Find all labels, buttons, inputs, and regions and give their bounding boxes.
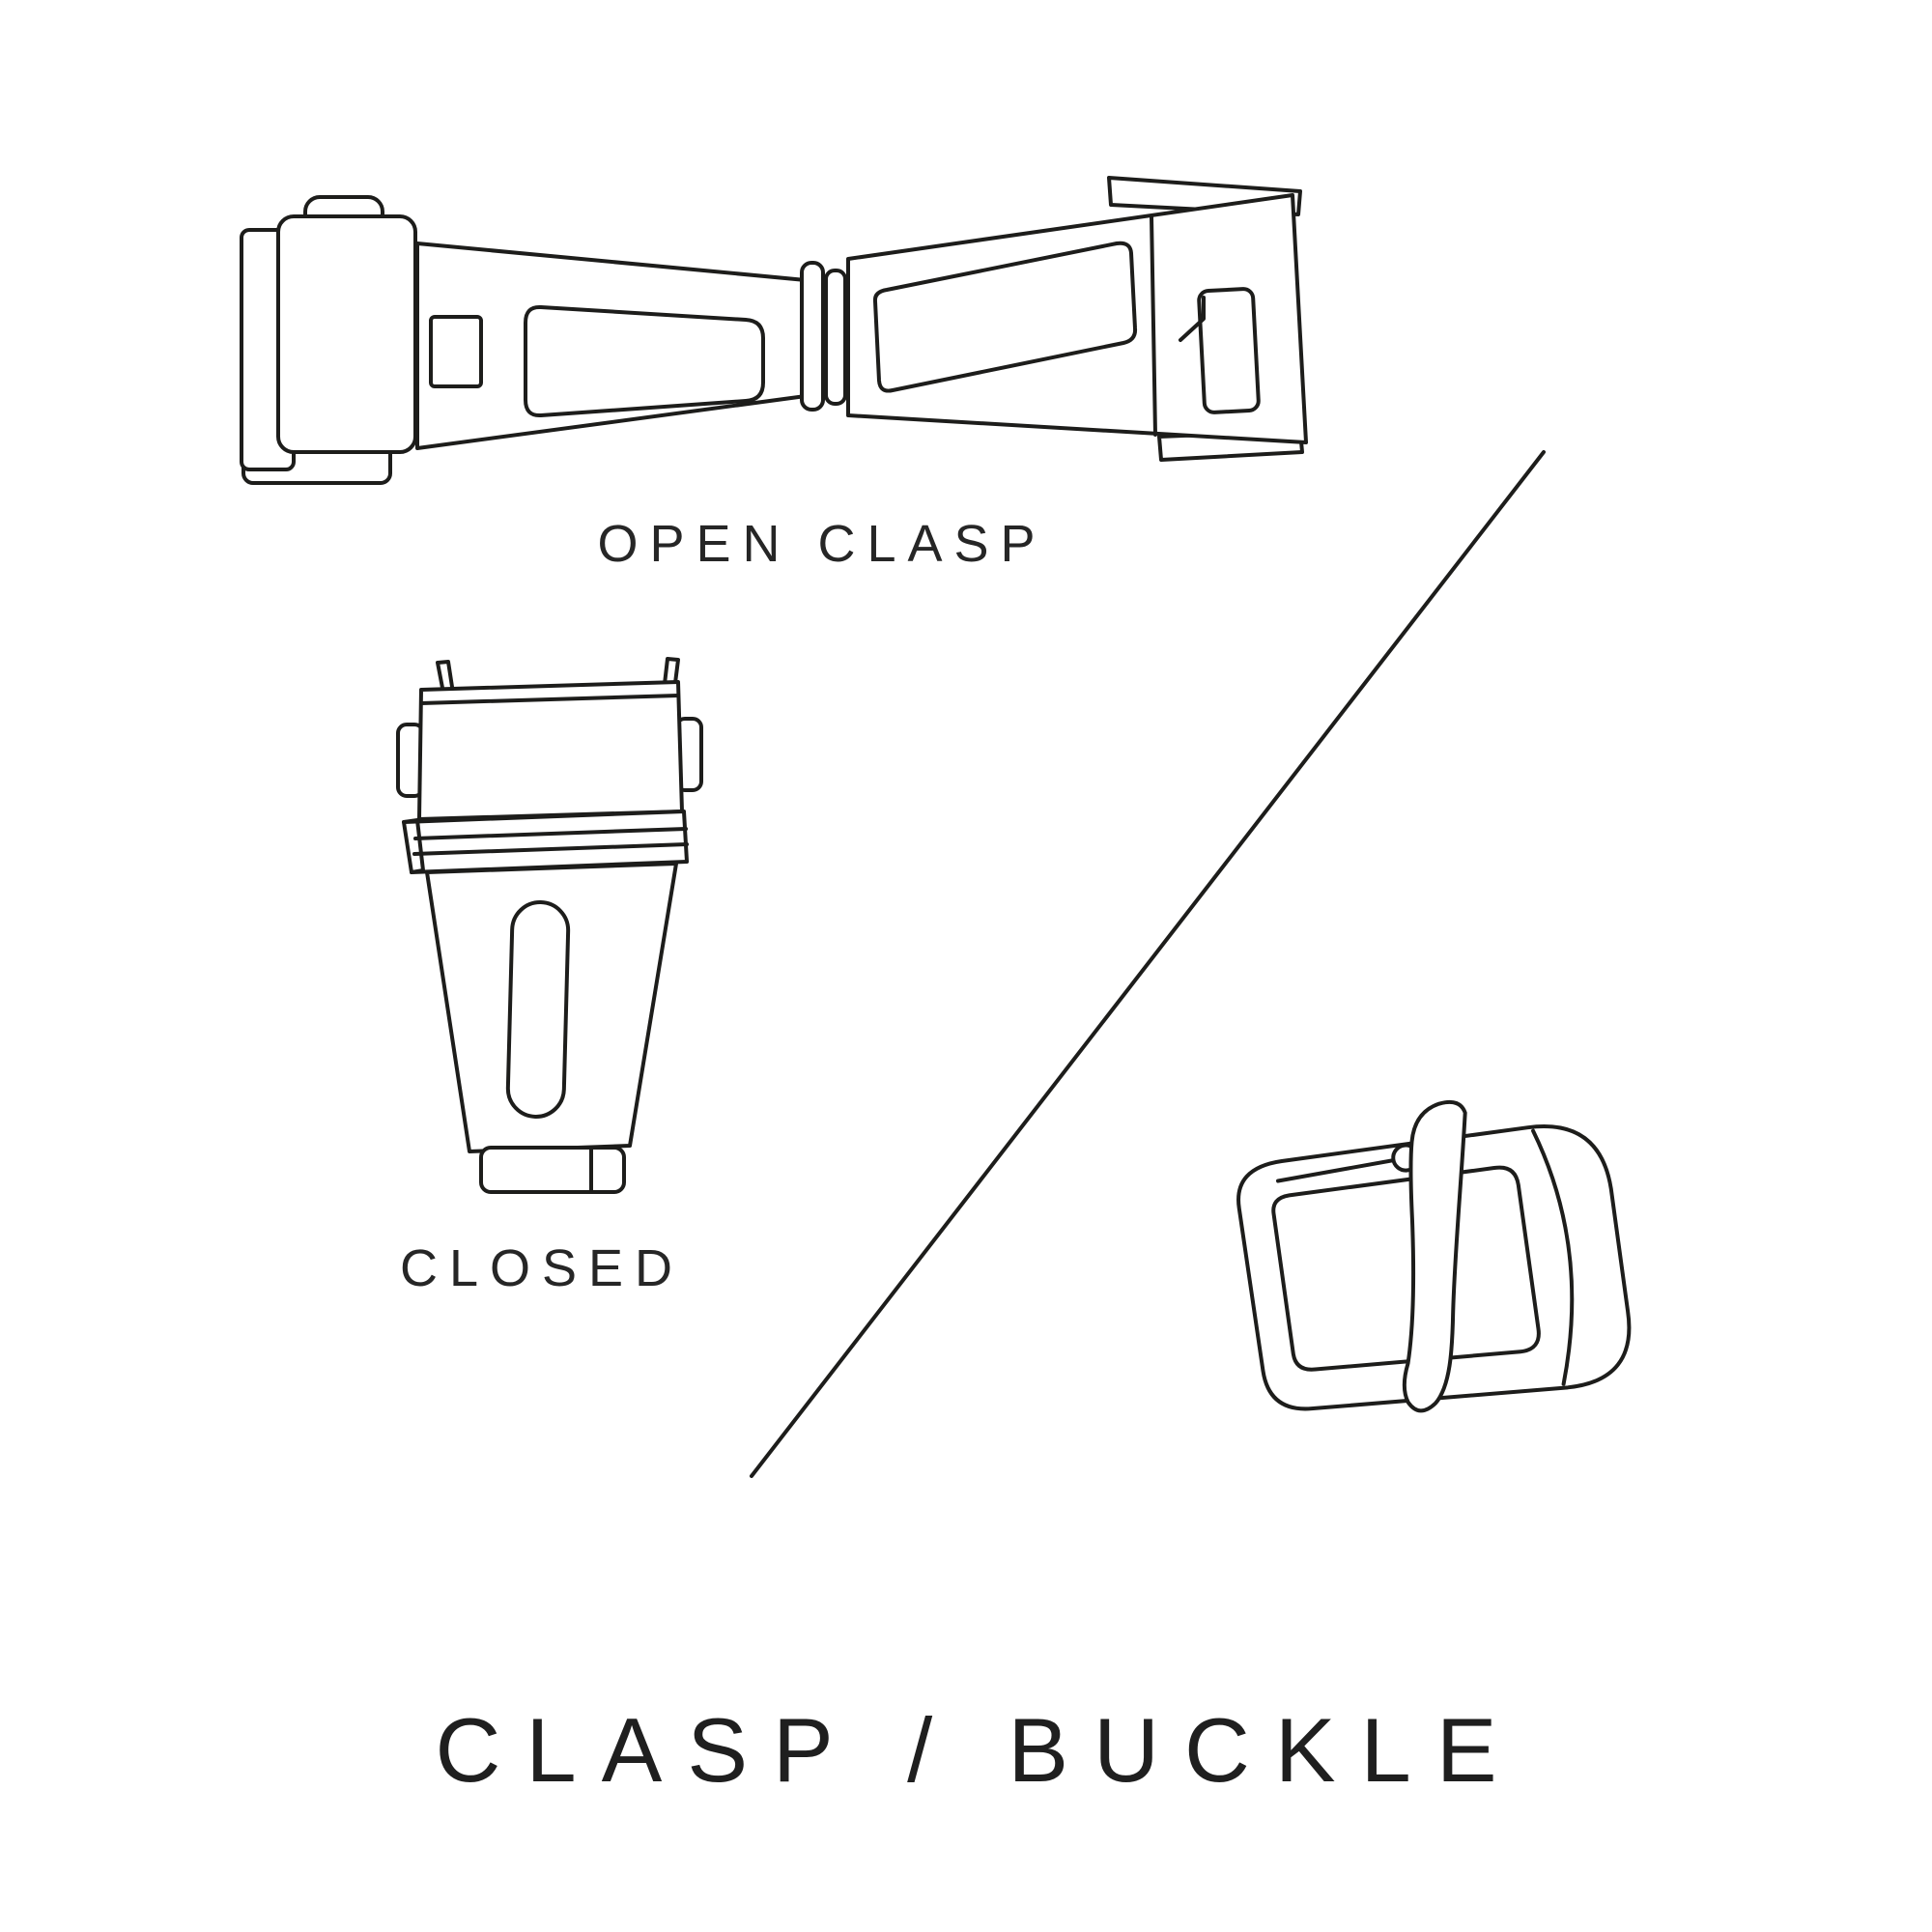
buckle-opening	[1271, 1165, 1541, 1372]
open-clasp-right-arm	[846, 193, 1308, 444]
closed-caption: CLOSED	[399, 1239, 685, 1297]
open-clasp-left-arm-cutout	[524, 304, 765, 418]
closed-clasp-illustration	[396, 657, 703, 1194]
closed-clasp-slot	[505, 900, 571, 1119]
diagonal-divider-line	[750, 450, 1546, 1478]
buckle-tongue	[1402, 1099, 1467, 1413]
buckle-spring-bar	[1276, 1155, 1412, 1183]
buckle-band-contour	[1531, 1128, 1575, 1386]
closed-clasp-prong-left	[436, 660, 454, 690]
open-clasp-cover	[276, 214, 417, 454]
closed-clasp-hinge-band	[402, 810, 689, 874]
closed-clasp-hinge-notch	[402, 818, 425, 874]
open-clasp-right-end-seam	[1150, 214, 1157, 437]
closed-clasp-prong-right	[663, 657, 680, 686]
open-clasp-keeper	[1197, 287, 1261, 414]
closed-clasp-foot	[479, 1146, 626, 1194]
open-clasp-illustration	[240, 176, 1308, 485]
open-clasp-hinge-right	[824, 269, 847, 406]
closed-clasp-body	[425, 862, 678, 1153]
closed-clasp-top-block-line	[419, 694, 680, 705]
open-clasp-latch-notch	[429, 315, 483, 388]
open-clasp-caption: OPEN CLASP	[597, 515, 1047, 573]
open-clasp-right-arm-cutout	[872, 241, 1138, 393]
buckle-illustration	[1236, 1099, 1632, 1413]
open-clasp-hinge-left	[800, 261, 825, 412]
closed-clasp-band-line-1	[413, 827, 688, 840]
open-clasp-keeper-notch	[1179, 296, 1206, 342]
closed-clasp-band-line-2	[412, 842, 689, 856]
page-title: CLASP / BUCKLE	[435, 1699, 1522, 1801]
